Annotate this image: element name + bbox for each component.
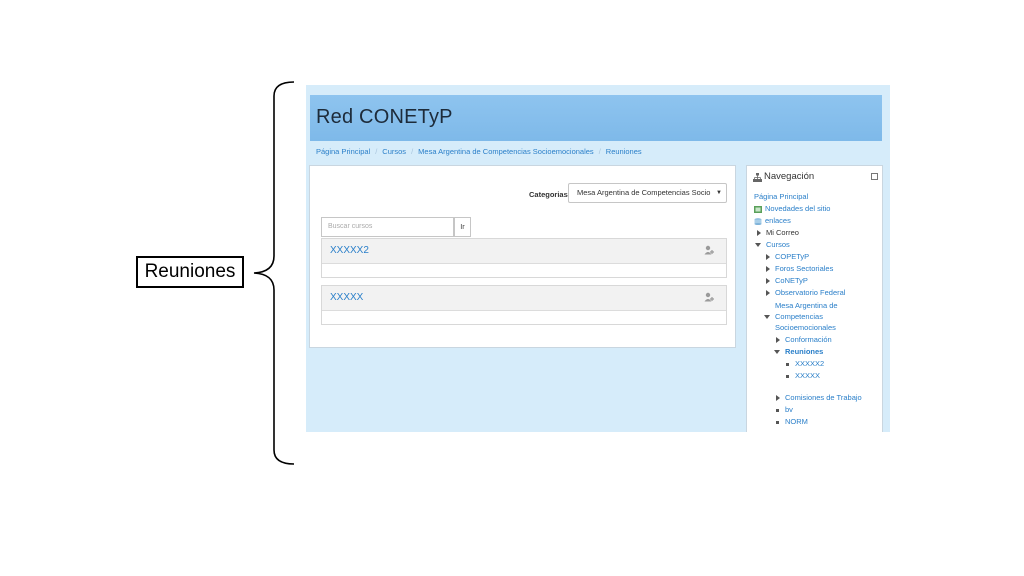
breadcrumb-reuniones[interactable]: Reuniones <box>605 147 642 156</box>
navigation-block: Navegación Página Principal Novedades de… <box>746 165 883 432</box>
chevron-right-icon <box>757 230 761 237</box>
chevron-right-icon <box>766 254 770 261</box>
nav-item-foros[interactable]: Foros Sectoriales <box>766 264 833 273</box>
brace-bracket <box>253 81 295 465</box>
collapse-icon[interactable] <box>871 173 878 180</box>
nav-item-copetyp[interactable]: COPETyP <box>766 252 809 261</box>
course-link[interactable]: XXXXX <box>330 292 364 303</box>
search-button[interactable]: Ir <box>454 217 471 237</box>
nav-item-news[interactable]: Novedades del sitio <box>754 204 830 213</box>
categories-selected-value: Mesa Argentina de Competencias Socio <box>577 188 711 197</box>
chevron-right-icon <box>776 337 780 344</box>
annotation-label: Reuniones <box>136 256 244 288</box>
nav-item-xxxxx2[interactable]: XXXXX2 <box>786 359 824 368</box>
forum-icon <box>754 205 762 213</box>
nav-item-xxxxx[interactable]: XXXXX <box>786 371 820 380</box>
chevron-right-icon <box>766 266 770 273</box>
bullet-icon <box>786 374 789 378</box>
breadcrumb-cursos[interactable]: Cursos <box>382 147 407 156</box>
database-icon <box>754 217 762 225</box>
nav-item-xxxxx-label: XXXXX <box>795 371 821 380</box>
nav-item-comisiones-label: Comisiones de Trabajo <box>785 393 862 402</box>
breadcrumb-mesa[interactable]: Mesa Argentina de Competencias Socioemoc… <box>418 147 594 156</box>
search-input[interactable]: Buscar cursos <box>321 217 454 237</box>
nav-item-norm-label: NORM <box>785 417 808 426</box>
breadcrumb-separator: / <box>411 147 414 156</box>
nav-item-comisiones[interactable]: Comisiones de Trabajo <box>776 393 862 402</box>
chevron-down-icon: ▼ <box>716 190 722 196</box>
site-screenshot: Red CONETyP Página Principal / Cursos / Mesa… <box>306 85 890 432</box>
nav-item-bv[interactable]: bv <box>776 405 793 414</box>
bullet-icon <box>786 362 789 366</box>
nav-item-courses-label: Cursos <box>766 240 790 249</box>
nav-item-mail[interactable]: Mi Correo <box>757 228 799 237</box>
course-header: XXXXX <box>322 286 726 311</box>
nav-item-courses[interactable]: Cursos <box>755 240 790 249</box>
nav-item-reuniones-label: Reuniones <box>785 347 824 356</box>
nav-item-foros-label: Foros Sectoriales <box>775 264 834 273</box>
chevron-down-icon <box>755 243 761 248</box>
nav-item-news-label: Novedades del sitio <box>765 204 831 213</box>
site-header: Red CONETyP <box>310 95 882 141</box>
bullet-icon <box>776 420 779 424</box>
nav-item-enlaces[interactable]: enlaces <box>754 216 791 225</box>
nav-item-conetyp[interactable]: CoNETyP <box>766 276 808 285</box>
chevron-right-icon <box>766 278 770 285</box>
nav-item-conformacion[interactable]: Conformación <box>776 335 832 344</box>
nav-item-mesa-line2: Competencias <box>775 312 823 321</box>
breadcrumb: Página Principal / Cursos / Mesa Argentina d… <box>316 147 642 156</box>
course-item: XXXXX <box>321 285 727 325</box>
bullet-icon <box>776 408 779 412</box>
nav-item-xxxxx2-label: XXXXX2 <box>795 359 825 368</box>
nav-item-norm[interactable]: NORM <box>776 417 808 426</box>
breadcrumb-separator: / <box>375 147 378 156</box>
enrol-user-icon[interactable] <box>704 245 714 255</box>
chevron-right-icon <box>776 395 780 402</box>
chevron-down-icon <box>774 350 780 355</box>
nav-item-mesa[interactable]: Competencias <box>764 312 823 321</box>
course-item: XXXXX2 <box>321 238 727 278</box>
chevron-down-icon <box>764 315 770 320</box>
nav-item-copetyp-label: COPETyP <box>775 252 810 261</box>
nav-item-conformacion-label: Conformación <box>785 335 832 344</box>
breadcrumb-separator: / <box>598 147 601 156</box>
nav-item-conetyp-label: CoNETyP <box>775 276 808 285</box>
categories-select[interactable]: Mesa Argentina de Competencias Socio ▼ <box>568 183 727 203</box>
course-list-panel: Categorias: Mesa Argentina de Competenci… <box>309 165 736 348</box>
nav-item-bv-label: bv <box>785 405 793 414</box>
course-header: XXXXX2 <box>322 239 726 264</box>
course-link[interactable]: XXXXX2 <box>330 245 369 256</box>
nav-item-home[interactable]: Página Principal <box>754 192 809 201</box>
enrol-user-icon[interactable] <box>704 292 714 302</box>
navigation-title: Navegación <box>764 171 815 182</box>
categories-label: Categorias: <box>529 190 571 199</box>
sitemap-icon <box>753 173 762 182</box>
nav-item-mail-label: Mi Correo <box>766 228 799 237</box>
breadcrumb-home[interactable]: Página Principal <box>316 147 371 156</box>
nav-item-mesa-line1[interactable]: Mesa Argentina de <box>775 301 838 310</box>
nav-item-mesa-line3[interactable]: Socioemocionales <box>775 323 836 332</box>
nav-item-observatorio-label: Observatorio Federal <box>775 288 846 297</box>
nav-item-enlaces-label: enlaces <box>765 216 791 225</box>
nav-item-observatorio[interactable]: Observatorio Federal <box>766 288 845 297</box>
nav-item-reuniones[interactable]: Reuniones <box>774 347 823 356</box>
site-title[interactable]: Red CONETyP <box>316 106 453 128</box>
chevron-right-icon <box>766 290 770 297</box>
